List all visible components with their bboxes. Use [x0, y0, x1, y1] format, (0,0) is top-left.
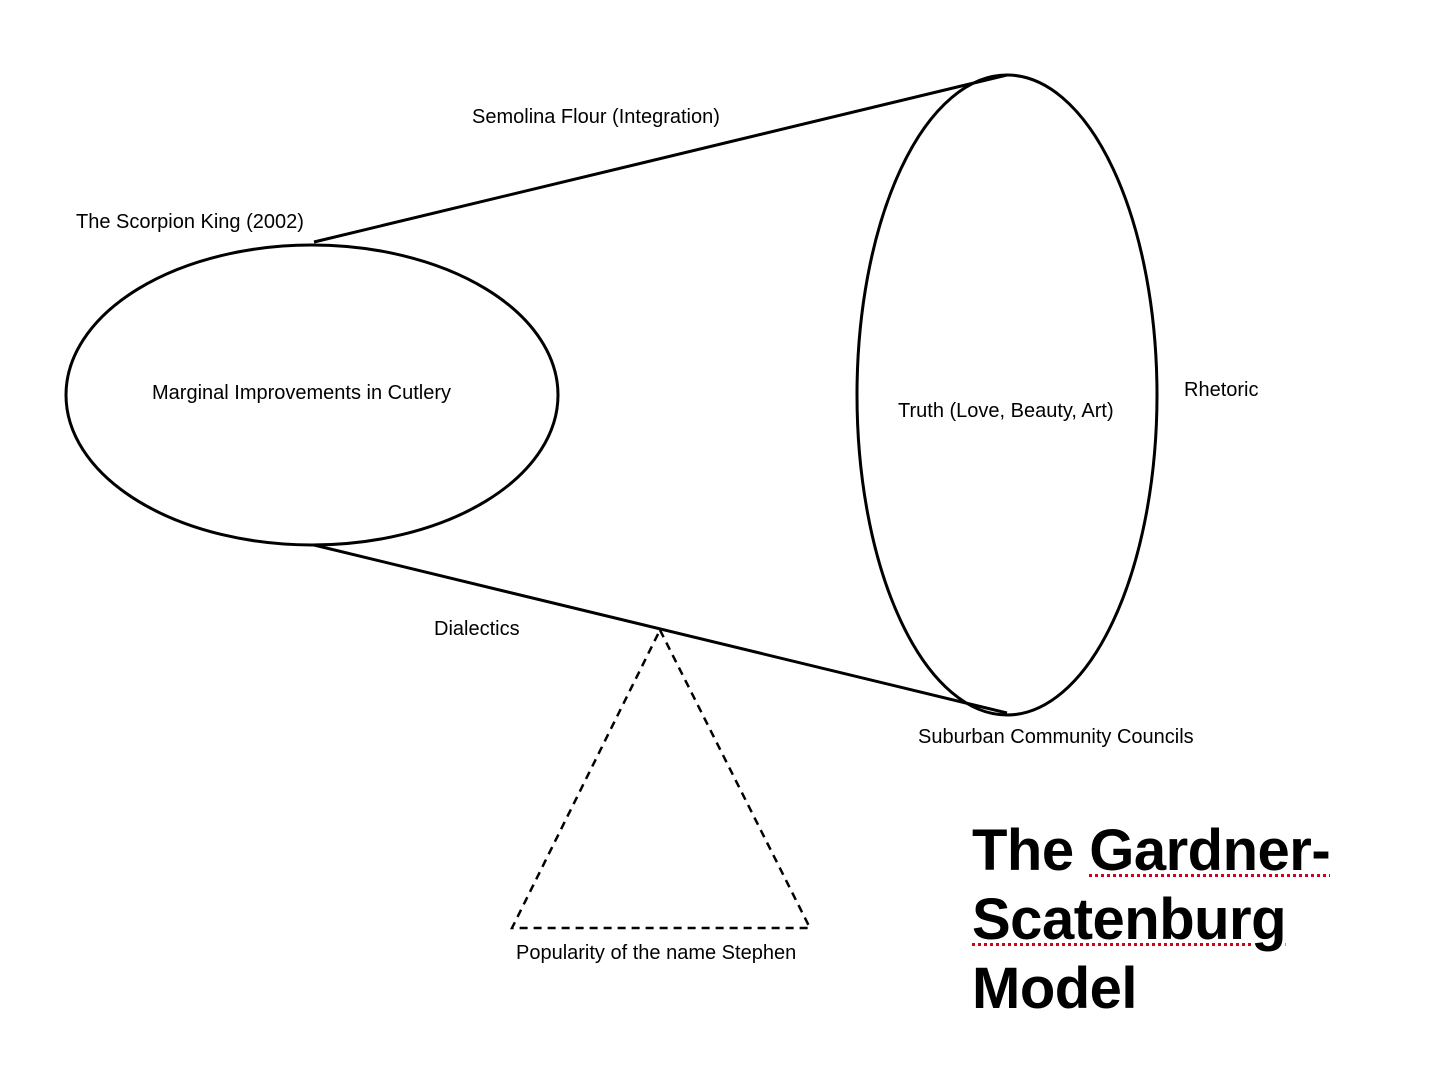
title-word-gardner: Gardner- — [1089, 818, 1331, 883]
left-ellipse-label: Marginal Improvements in Cutlery — [152, 382, 451, 404]
bottom-right-label: Suburban Community Councils — [918, 726, 1194, 748]
top-left-label: The Scorpion King (2002) — [76, 211, 304, 233]
right-ellipse-label: Truth (Love, Beauty, Art) — [898, 400, 1114, 422]
top-cone-line — [313, 73, 1008, 244]
title-line-2: Scatenburg — [972, 885, 1330, 954]
diagram-title: The Gardner- Scatenburg Model — [972, 816, 1331, 1023]
title-word-model: Model — [972, 956, 1138, 1021]
title-line-1: The Gardner- — [972, 816, 1331, 885]
title-word-scatenburg: Scatenburg — [972, 887, 1287, 952]
bottom-edge-label: Dialectics — [434, 618, 520, 640]
right-side-label: Rhetoric — [1184, 379, 1259, 401]
title-word-the: The — [972, 818, 1090, 883]
triangle-label: Popularity of the name Stephen — [516, 942, 797, 964]
dashed-triangle — [509, 627, 813, 930]
top-edge-label: Semolina Flour (Integration) — [472, 106, 720, 128]
right-ellipse — [855, 73, 1159, 717]
title-line-3: Model — [972, 954, 1330, 1023]
left-ellipse — [64, 243, 560, 547]
bottom-cone-line — [313, 543, 1008, 715]
